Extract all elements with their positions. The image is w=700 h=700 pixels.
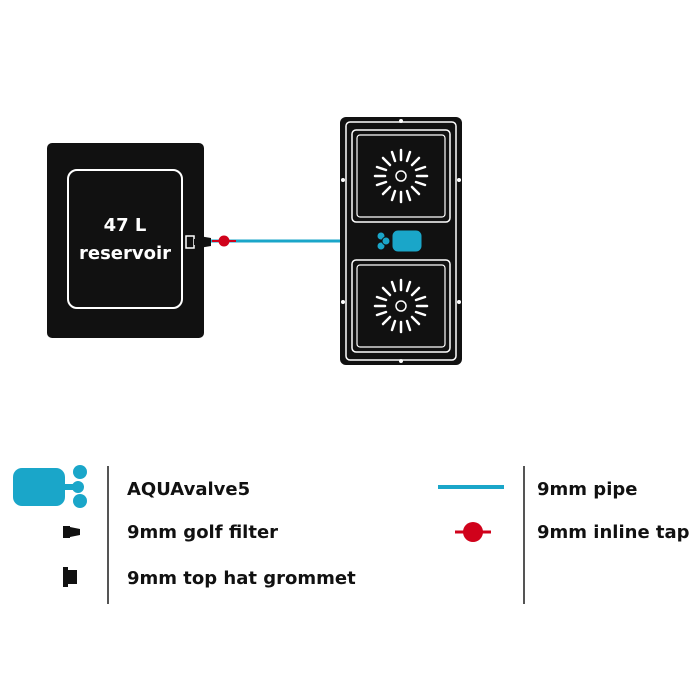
aquavalve-icon-diagram (376, 229, 423, 253)
legend-label-pipe: 9mm pipe (537, 479, 637, 500)
reservoir-label-volume: 47 L (104, 215, 147, 236)
legend-label-inline-tap: 9mm inline tap (537, 522, 690, 543)
drain-star-icon-bottom (373, 278, 429, 334)
pot-bottom (351, 259, 451, 353)
legend: AQUAvalve5 9mm golf filter 9mm top hat g… (13, 465, 690, 604)
legend-label-golf-filter: 9mm golf filter (127, 522, 278, 543)
reservoir-label-name: reservoir (79, 243, 171, 264)
legend-label-grommet: 9mm top hat grommet (127, 568, 356, 589)
inline-tap-icon (212, 235, 236, 247)
inline-tap-legend-icon (455, 522, 491, 542)
legend-label-aquavalve: AQUAvalve5 (127, 479, 250, 500)
pot-top (351, 129, 451, 223)
golf-filter-legend-icon (63, 526, 80, 538)
drain-star-icon-top (373, 148, 429, 204)
golf-filter-icon (199, 236, 211, 248)
aquavalve-icon (13, 465, 87, 508)
grommet-legend-icon (63, 567, 77, 587)
top-hat-grommet-icon (185, 235, 199, 249)
reservoir: 47 L reservoir (47, 143, 204, 338)
